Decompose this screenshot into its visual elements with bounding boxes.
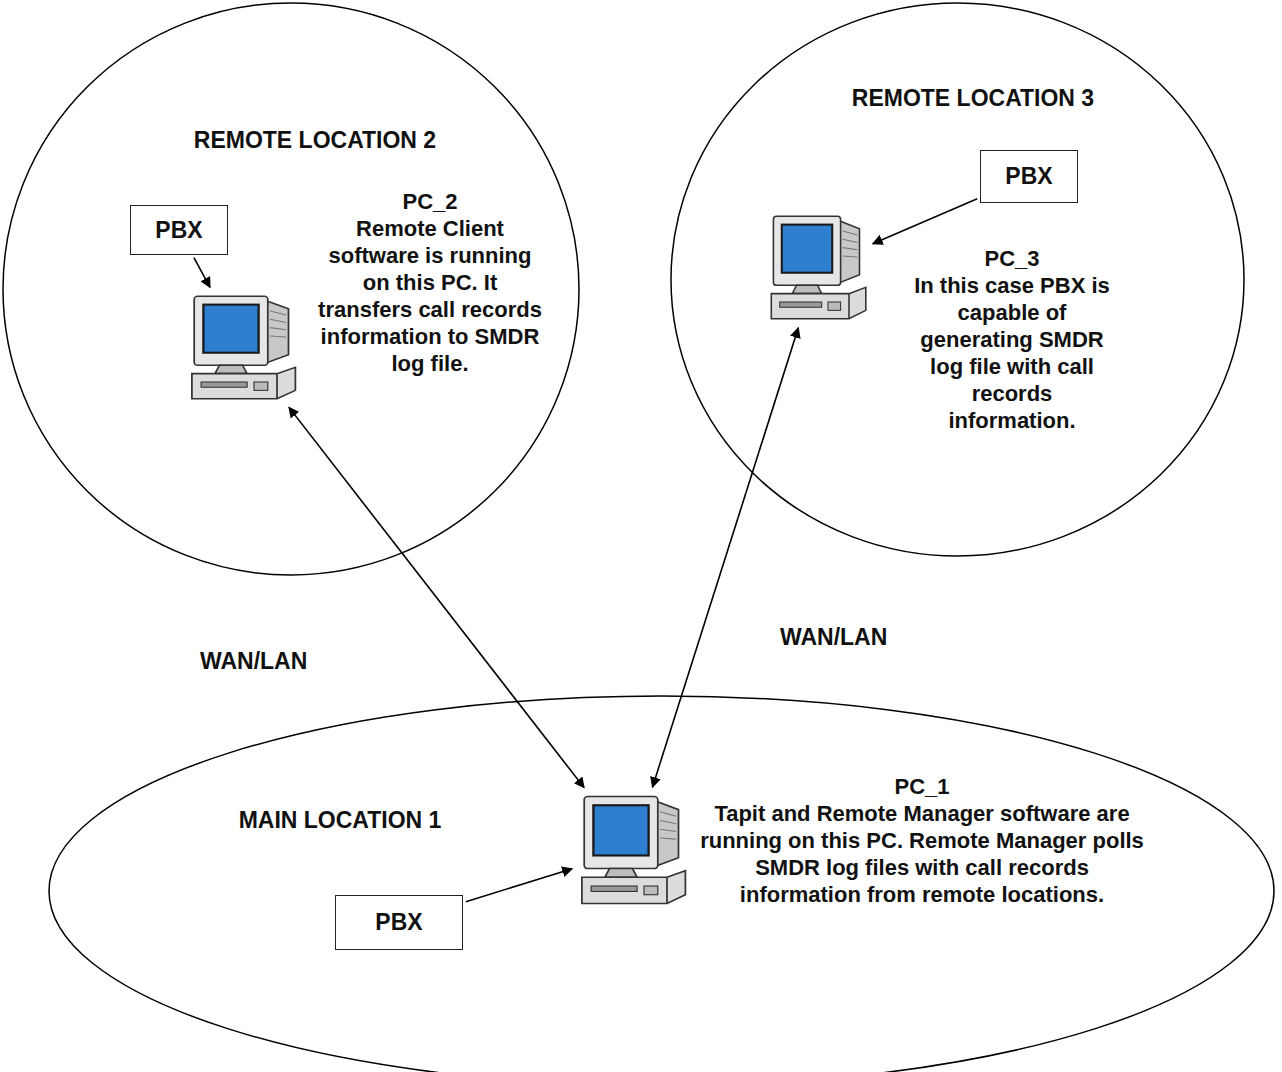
pbx-box: PBX [335, 895, 463, 950]
node-text: In this case PBX is capable of generatin… [906, 272, 1118, 434]
node-text: REMOTE LOCATION 3 [852, 85, 1094, 112]
node-text: PC_1 [696, 773, 1148, 800]
node-text: MAIN LOCATION 1 [239, 807, 442, 834]
node-text: PC_2 [314, 188, 546, 215]
location-ellipse: REMOTE LOCATION 2 PBX PC_2Remote Client so… [2, 2, 580, 576]
node-text: REMOTE LOCATION 2 [194, 127, 436, 154]
connector-arrow [289, 407, 584, 787]
network-label: WAN/LAN [200, 648, 307, 675]
node-text: PBX [375, 909, 422, 936]
network-label: WAN/LAN [780, 624, 887, 651]
node-text: Tapit and Remote Manager software are ru… [696, 800, 1148, 908]
node-text: PC_3 [906, 245, 1118, 272]
pc-description: PC_3In this case PBX is capable of gener… [906, 245, 1118, 434]
pc-icon [575, 790, 690, 910]
connector-arrow [652, 328, 798, 787]
connector-arrow [194, 258, 210, 288]
pc-icon [185, 290, 300, 405]
connector-arrow [466, 869, 572, 902]
connector-arrow [873, 199, 977, 244]
pc-node: PC_1Tapit and Remote Manager software ar… [575, 790, 690, 910]
location-ellipse: MAIN LOCATION 1 PBX PC_1Tapit and Remote M… [48, 695, 1275, 1072]
pc-icon [765, 210, 870, 325]
pc-node: PC_3In this case PBX is capable of gener… [765, 210, 870, 325]
node-text: Remote Client software is running on thi… [314, 215, 546, 377]
pbx-box: PBX [130, 205, 228, 255]
location-ellipse: REMOTE LOCATION 3 PBX PC_3In this case PBX… [670, 2, 1245, 557]
node-text: PBX [1005, 163, 1052, 190]
node-text: PBX [155, 217, 202, 244]
pc-description: PC_1Tapit and Remote Manager software ar… [696, 773, 1148, 908]
pc-node: PC_2Remote Client software is running on… [185, 290, 300, 405]
pbx-box: PBX [980, 150, 1078, 203]
pc-description: PC_2Remote Client software is running on… [314, 188, 546, 377]
